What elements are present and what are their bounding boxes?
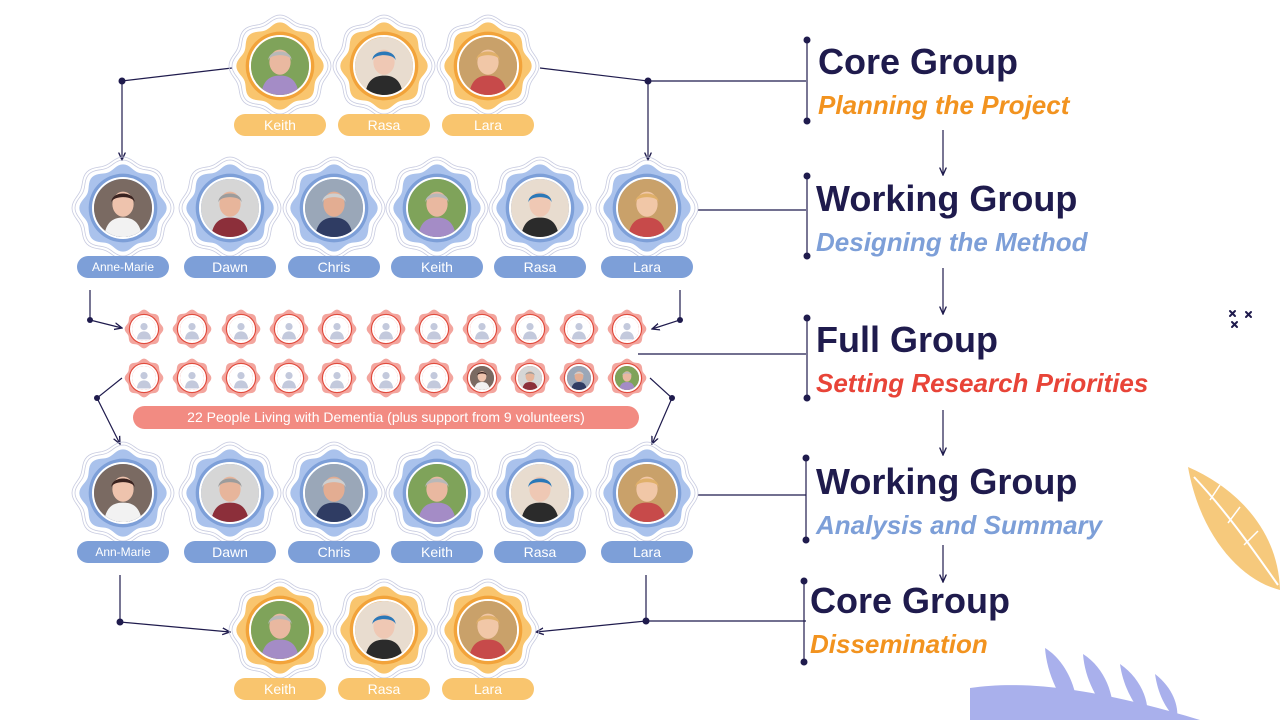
keith-photo [406,177,468,239]
member-name-label: Chris [288,541,380,563]
rasa-photo [509,177,571,239]
lara-photo [616,462,678,524]
member-name-label: Rasa [338,678,430,700]
person-placeholder-icon [516,315,545,343]
person-placeholder-icon [371,315,400,343]
stage-title: Full Group [816,319,998,360]
member-name-label: Rasa [494,541,586,563]
stage-title: Core Group [810,580,1011,621]
member-name-label: Rasa [338,114,430,136]
person-placeholder-icon [323,315,352,343]
stage-subtitle: Setting Research Priorities [816,368,1149,398]
full-group-banner: 22 People Living with Dementia (plus sup… [133,406,639,429]
orange-leaf-decoration [1188,467,1280,590]
anne-marie-photo [92,177,154,239]
stage-label-full-priorities: Full Group Setting Research Priorities [816,320,1148,400]
member-name-label: Anne-Marie [77,256,169,278]
member-name-label: Dawn [184,256,276,278]
person-placeholder-icon [226,364,255,392]
stage-title: Core Group [818,41,1019,82]
rasa-photo [353,599,415,661]
lara-photo [457,599,519,661]
person-placeholder-icon [274,364,303,392]
member-name-label: Lara [442,114,534,136]
member-name-label: Keith [391,256,483,278]
keith-photo [249,35,311,97]
member-name-label: Keith [234,678,326,700]
person-placeholder-icon [178,364,207,392]
person-placeholder-icon [323,364,352,392]
lara-photo [616,177,678,239]
rasa-photo [509,462,571,524]
member-name-label: Lara [442,678,534,700]
keith-photo [613,364,641,392]
person-placeholder-icon [178,315,207,343]
keith-photo [249,599,311,661]
person-placeholder-icon [613,315,641,343]
stage-title: Working Group [816,178,1078,219]
stage-label-core-planning: Core Group Planning the Project [818,42,1069,122]
member-name-label: Keith [391,541,483,563]
lara-photo [457,35,519,97]
dawn-photo [199,462,261,524]
person-placeholder-icon [226,315,255,343]
person-placeholder-icon [371,364,400,392]
stage-subtitle: Analysis and Summary [816,510,1103,540]
stage-label-working-analysis: Working Group Analysis and Summary [816,462,1102,542]
member-name-label: Keith [234,114,326,136]
member-name-label: Lara [601,256,693,278]
anne-marie-photo [468,364,497,392]
chris-photo [303,177,365,239]
person-placeholder-icon [130,364,158,392]
person-placeholder-icon [130,315,158,343]
stage-label-core-dissemination: Core Group Dissemination [810,581,1010,661]
member-name-label: Dawn [184,541,276,563]
stage-subtitle: Designing the Method [816,227,1088,257]
stage-label-working-method: Working Group Designing the Method [816,179,1088,259]
anne-marie-photo [92,462,154,524]
person-placeholder-icon [419,315,448,343]
person-placeholder-icon [564,315,593,343]
person-placeholder-icon [468,315,497,343]
stage-subtitle: Planning the Project [818,90,1070,120]
member-name-label: Lara [601,541,693,563]
person-placeholder-icon [419,364,448,392]
chris-photo [303,462,365,524]
keith-photo [406,462,468,524]
person-placeholder-icon [274,315,303,343]
dawn-photo [199,177,261,239]
member-name-label: Chris [288,256,380,278]
member-name-label: Rasa [494,256,586,278]
sparkle-marks-decoration [1229,310,1252,328]
rasa-photo [353,35,415,97]
stage-subtitle: Dissemination [810,629,988,659]
stage-title: Working Group [816,461,1078,502]
dawn-photo [516,364,545,392]
member-name-label: Ann-Marie [77,541,169,563]
chris-photo [564,364,593,392]
